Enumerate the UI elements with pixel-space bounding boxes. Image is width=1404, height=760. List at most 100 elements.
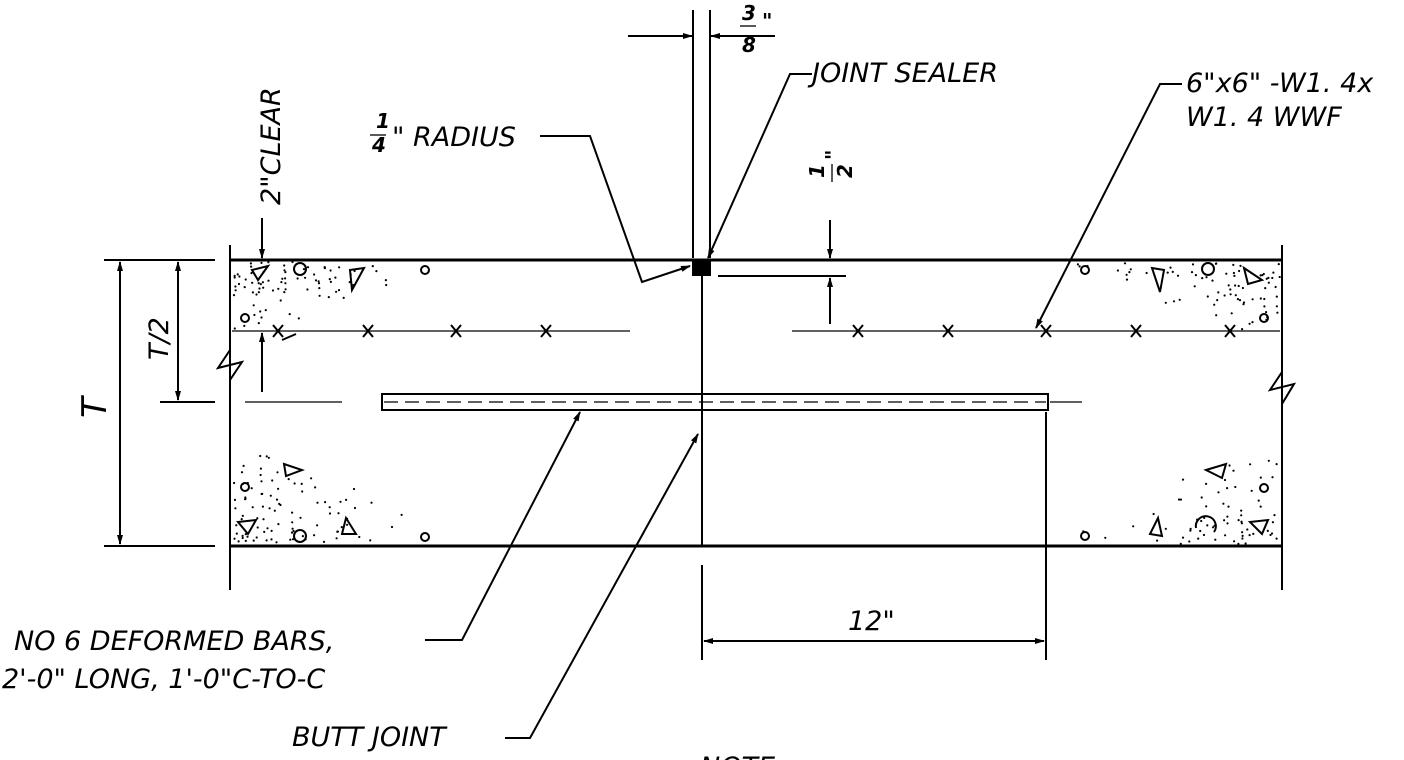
stipple-dot: [1217, 291, 1220, 294]
aggregate-triangle: [340, 515, 358, 535]
stipple-dot: [251, 291, 254, 294]
stipple-dot: [1171, 270, 1174, 273]
aggregate-circle: [1259, 313, 1269, 323]
stipple-dot: [259, 454, 262, 458]
stipple-dot: [291, 527, 294, 530]
stipple-dot: [317, 282, 321, 285]
stipple-dot: [1232, 263, 1235, 266]
stipple-dot: [1267, 276, 1270, 279]
stipple-dot: [1227, 505, 1230, 508]
stipple-dot: [328, 506, 331, 509]
stipple-dot: [241, 534, 244, 538]
stipple-dot: [1275, 537, 1278, 540]
stipple-dot: [236, 273, 239, 276]
stipple-dot: [1230, 312, 1233, 315]
stipple-dot: [339, 500, 342, 503]
stipple-dot: [1233, 274, 1236, 277]
break-symbol-right: [1267, 371, 1297, 405]
slab-outline: [215, 245, 1297, 590]
stipple-dot: [1271, 476, 1274, 479]
stipple-dot: [300, 482, 303, 485]
stipple-dot: [281, 277, 284, 280]
stipple-dot: [235, 524, 238, 527]
stipple-dot: [1201, 277, 1204, 280]
stipple-dot: [352, 487, 356, 491]
stipple-dot: [301, 535, 304, 538]
stipple-dot: [234, 289, 237, 292]
aggregate-triangle: [1247, 518, 1270, 536]
stipple-dot: [1213, 303, 1216, 306]
sealer-depth-denominator: 2: [833, 164, 857, 178]
stipple-dot: [1271, 521, 1274, 524]
radius-leader: [540, 135, 691, 284]
clear-cover-label: 2"CLEAR: [256, 87, 287, 205]
stipple-dot: [243, 286, 246, 289]
stipple-dot: [301, 490, 304, 493]
stipple-dot: [313, 273, 316, 276]
stipple-dot: [1251, 321, 1254, 324]
stipple-dot: [287, 478, 290, 481]
note-label: NOTE: [700, 752, 775, 760]
aggregate-circle: [1259, 483, 1269, 493]
joint-width-denominator: 8: [742, 33, 756, 57]
stipple-dot: [1241, 534, 1244, 538]
stipple-dot: [244, 539, 247, 543]
stipple-dot: [1240, 520, 1243, 523]
stipple-dot: [1278, 275, 1281, 279]
stipple-dot: [353, 269, 356, 273]
stipple-dot: [265, 455, 268, 458]
stipple-dot: [1199, 529, 1202, 533]
bars-label-line2: 2'-0" LONG, 1'-0"C-TO-C: [2, 664, 325, 695]
break-symbol-left: [215, 349, 245, 381]
stipple-dot: [316, 501, 319, 504]
stipple-dot: [242, 464, 245, 467]
stipple-dot: [316, 524, 319, 527]
stipple-dot: [253, 313, 256, 317]
stipple-dot: [268, 507, 271, 510]
stipple-dot: [1205, 482, 1208, 485]
stipple-dot: [291, 511, 294, 514]
stipple-dot: [1193, 285, 1196, 288]
stipple-dot: [1214, 538, 1217, 541]
stipple-dot: [293, 482, 296, 485]
stipple-dot: [1224, 534, 1227, 537]
stipple-dot: [1200, 496, 1203, 499]
stipple-dot: [235, 532, 238, 535]
wwf-leader: [1035, 83, 1182, 329]
stipple-dot: [1178, 298, 1181, 301]
stipple-dot: [275, 498, 279, 501]
wwf-label-line2: W1. 4 WWF: [1186, 102, 1342, 133]
stipple-dot: [317, 280, 320, 283]
stipple-dot: [1257, 499, 1260, 502]
stipple-dot: [314, 279, 318, 282]
stipple-dot: [260, 480, 263, 483]
stipple-dot: [1206, 295, 1209, 298]
stipple-dot: [1237, 284, 1240, 288]
stipple-dot: [241, 514, 244, 518]
stipple-dot: [1267, 459, 1270, 462]
stipple-dot: [256, 517, 259, 520]
thickness-dimensions: [104, 259, 215, 547]
stipple-dot: [296, 277, 299, 280]
stipple-dot: [1269, 533, 1272, 537]
stipple-dot: [280, 281, 283, 284]
wwf-cross-mark: [272, 324, 284, 338]
stipple-dot: [310, 477, 313, 480]
joint-sealer-leader: [707, 73, 812, 259]
stipple-dot: [263, 530, 266, 534]
stipple-dot: [279, 503, 282, 507]
stipple-dot: [256, 526, 259, 529]
stipple-dot: [1189, 529, 1192, 532]
stipple-dot: [270, 538, 273, 541]
stipple-dot: [1265, 311, 1268, 314]
stipple-dot: [1240, 514, 1243, 517]
annotations: 2"CLEAR 3 8 " 1 4 " RADIUS JOINT SEALER …: [2, 1, 1374, 760]
aggregate-circle: [293, 262, 307, 276]
stipple-dot: [1202, 533, 1206, 537]
stipple-dot: [290, 531, 294, 534]
stipple-dot: [277, 523, 280, 526]
stipple-dot: [304, 276, 307, 279]
stipple-dot: [275, 541, 278, 544]
stipple-dot: [1172, 300, 1176, 303]
